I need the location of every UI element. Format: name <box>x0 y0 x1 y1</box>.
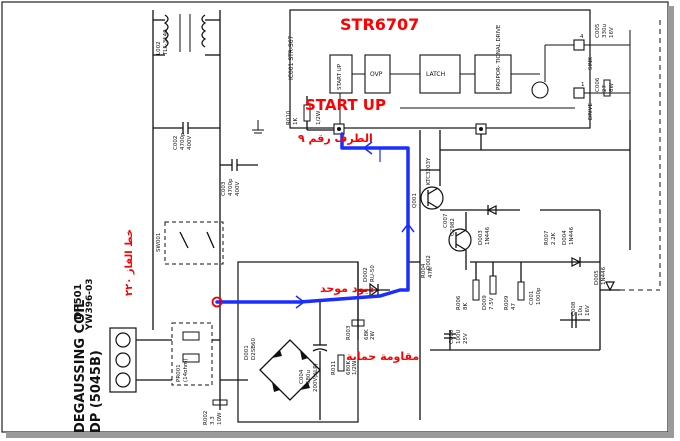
phase-point-marker <box>211 296 223 308</box>
label-c003-val: 4700p <box>228 178 234 196</box>
bridge-rectifier-d001 <box>237 261 359 423</box>
start-up-annotation: START UP <box>305 96 386 114</box>
label-c001-val: 1000p <box>536 287 542 305</box>
label-c005-v: 16V <box>609 27 615 38</box>
label-l002: L002 <box>156 41 162 55</box>
label-sw001: SW001 <box>156 233 162 252</box>
label-r010-val: 1K <box>293 118 299 125</box>
label-r009: R009 <box>504 295 510 310</box>
label-c004-val: 680u <box>306 370 312 384</box>
label-c008-v: 16V <box>585 305 591 316</box>
label-r006-val: 8K <box>463 303 469 310</box>
label-c001: C001 <box>529 291 535 305</box>
label-c003: C003 <box>221 181 227 196</box>
label-pr001: PR001 <box>176 364 182 382</box>
ic-block-start-up-label: START UP <box>337 63 343 90</box>
label-c004-v: 200V(ALP) <box>313 363 319 392</box>
label-r002-val: 3.3 <box>210 416 216 425</box>
label-r003: R003 <box>346 325 352 340</box>
label-c006b: C006 <box>595 77 601 92</box>
label-c005-val: 330u <box>602 24 608 38</box>
label-c005: C005 <box>595 23 601 38</box>
label-q001: Q001 <box>412 193 418 208</box>
ic-name-annotation: STR6707 <box>340 15 419 34</box>
phase-line-annotation: خط الفاز ٢٢٠ <box>124 229 135 296</box>
label-sink: SINK <box>588 57 594 70</box>
component-labels: L002 TLF-3140 C002 4700p 400V C003 4700p… <box>156 23 615 425</box>
label-r004-val: 47K <box>428 267 434 278</box>
label-l002-part: TLF-3140 <box>163 29 169 56</box>
label-r009-val: 47 <box>511 303 517 310</box>
label-drive: DRIVE <box>588 103 594 120</box>
label-d003-part: 1N446 <box>485 226 491 245</box>
label-d004: D004 <box>562 230 568 245</box>
resistor-annotation: مقاومة حماية <box>346 350 419 363</box>
label-pin4: 4 <box>580 34 584 40</box>
label-c002: C002 <box>173 136 179 150</box>
startup-current-path <box>211 132 415 309</box>
ic-block-ovp-label: OVP <box>370 71 383 78</box>
degaussing-coil-subtitle: DP (5045B) <box>89 350 104 433</box>
label-c006-v: 25V <box>463 333 469 344</box>
label-pin1: 1 <box>581 82 585 88</box>
label-c003-v: 400V <box>235 182 241 196</box>
label-d004-part: 1N446 <box>569 226 575 245</box>
label-r011-val: 680K <box>346 361 352 375</box>
label-ic001: IC001 STR-S67 <box>288 35 295 80</box>
label-c006b-val: 27 <box>602 85 608 92</box>
arrow-right-icon <box>295 295 306 309</box>
label-r004: R004 <box>421 263 427 278</box>
label-c006b-w: 6W <box>609 83 615 92</box>
label-r006: R006 <box>456 295 462 310</box>
label-pr001-part: (14ohm) <box>183 359 189 383</box>
page-frame <box>1 1 669 433</box>
label-d003: D003 <box>478 230 484 245</box>
label-r002: R002 <box>203 411 209 425</box>
arrow-up-icon <box>401 222 415 233</box>
label-c008: C008 <box>571 301 577 316</box>
label-c002-val: 4700p <box>180 132 186 150</box>
label-d001: D001 <box>244 345 250 360</box>
label-c006: C006 <box>449 329 455 344</box>
diode-annotation: ديود موحد <box>320 282 374 295</box>
label-q001-part: KTC3203Y <box>426 157 432 185</box>
label-r007-val: 2.2K <box>551 232 557 245</box>
label-r011: R011 <box>331 361 337 375</box>
pin-annotation: الطرف رقم ٩ <box>298 132 373 145</box>
label-c007: C007 <box>443 213 449 228</box>
ic-block-proportional-label: PROPOR- TIONAL DRIVE <box>496 24 502 90</box>
label-d009-val: 7.5V <box>489 297 495 310</box>
degaussing-coil-title: DEGAUSSING COIL <box>73 300 88 433</box>
label-c007-part: C2982 <box>450 218 456 236</box>
label-c004: C004 <box>299 369 305 384</box>
label-r011-w: 1/2W <box>352 360 358 375</box>
label-c006-val: 100U <box>456 329 462 344</box>
label-d005: D005 <box>594 270 600 285</box>
label-c008-val: 10u <box>578 306 584 316</box>
label-d002-part: RU-50 <box>370 265 376 282</box>
label-r003-w: 2W <box>370 331 376 340</box>
label-r010: R010 <box>286 110 292 125</box>
ic-block-latch-label: LATCH <box>426 71 445 78</box>
label-d002: D002 <box>363 267 369 282</box>
arrow-left-icon <box>362 141 373 155</box>
label-q002: Q002 <box>426 255 432 270</box>
dp501-label: DP501 <box>73 283 84 320</box>
page-shadow-right <box>668 6 674 436</box>
label-r003-val: 68K <box>364 329 370 340</box>
main-rails <box>109 10 264 410</box>
label-r010-w: 1/2W <box>316 110 322 125</box>
label-r002-w: 10W <box>217 412 223 425</box>
page-shadow-bottom <box>6 432 674 438</box>
label-c002-v: 400V <box>187 136 193 150</box>
label-d009: D009 <box>482 295 488 310</box>
label-r007: R007 <box>544 230 550 245</box>
ic001-block <box>289 9 631 151</box>
label-d001-part: D2SB60 <box>251 338 257 360</box>
dp501-part-label: YW396-03 <box>85 279 95 332</box>
startup-circuit <box>303 20 661 420</box>
label-d005-part: 1N446 <box>601 266 607 285</box>
